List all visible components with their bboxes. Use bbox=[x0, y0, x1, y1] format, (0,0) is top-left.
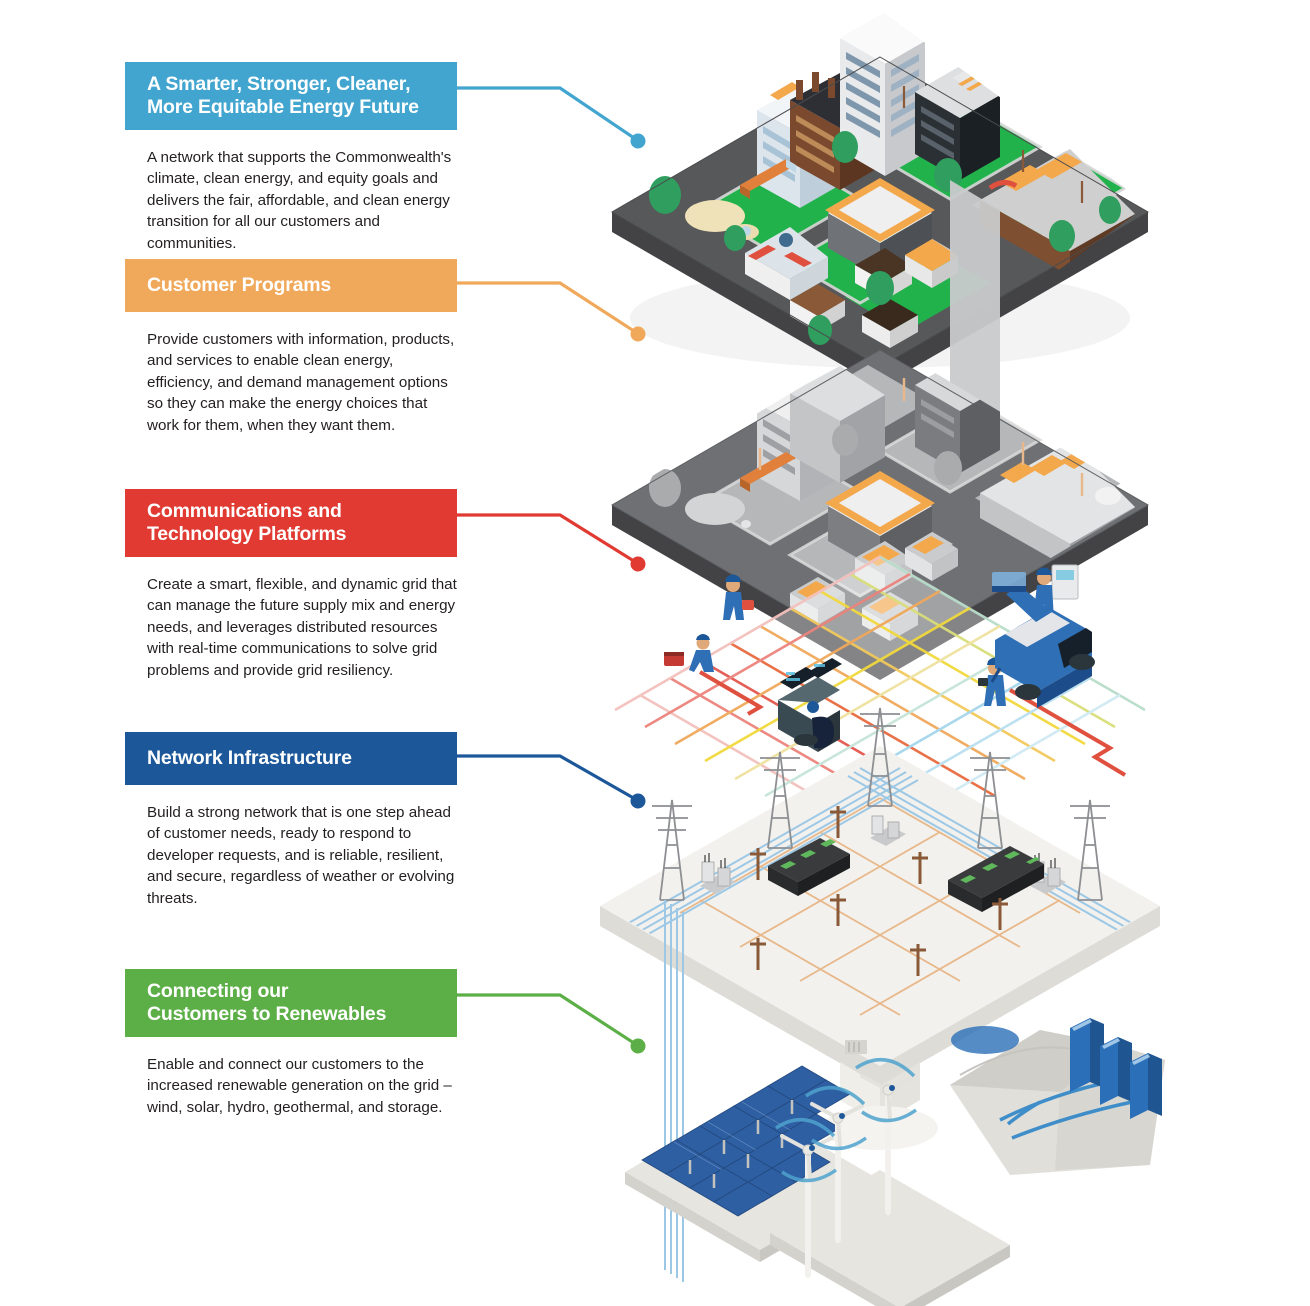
block-energy-future: A Smarter, Stronger, Cleaner, More Equit… bbox=[125, 62, 457, 254]
heading-line-1: Network Infrastructure bbox=[147, 747, 352, 769]
heading-line-2: Technology Platforms bbox=[147, 523, 347, 545]
heading-line-1: Communications and bbox=[147, 500, 342, 522]
utility-poles bbox=[902, 86, 1084, 203]
field-worker-2 bbox=[664, 634, 714, 672]
civic-building bbox=[825, 177, 935, 278]
heading-line-1: Connecting our bbox=[147, 980, 289, 1002]
renewables-layer bbox=[625, 900, 1165, 1306]
wind-farm bbox=[770, 1057, 1010, 1306]
heading-renewables: Connecting our Customers to Renewables bbox=[125, 969, 457, 1037]
hydro-dam bbox=[950, 1018, 1165, 1175]
heading-line-2: More Equitable Energy Future bbox=[147, 96, 419, 118]
heading-line-2: Customers to Renewables bbox=[147, 1003, 387, 1025]
bucket-truck bbox=[990, 572, 1095, 708]
grid-circuit-path bbox=[1008, 688, 1127, 777]
dam-gates bbox=[1070, 1018, 1162, 1119]
battery-storage-units bbox=[768, 838, 1044, 912]
body-network-infrastructure: Build a strong network that is one step … bbox=[147, 804, 455, 907]
riser-cables bbox=[664, 900, 684, 1282]
distribution-poles bbox=[750, 806, 1008, 976]
block-renewables: Connecting our Customers to Renewables E… bbox=[125, 969, 457, 1118]
heading-energy-future: A Smarter, Stronger, Cleaner, More Equit… bbox=[125, 62, 457, 130]
body-renewables: Enable and connect our customers to the … bbox=[147, 1056, 452, 1116]
block-network-infrastructure: Network Infrastructure Build a strong ne… bbox=[125, 732, 457, 909]
block-communications: Communications and Technology Platforms … bbox=[125, 489, 457, 681]
solar-panels bbox=[641, 1065, 851, 1217]
body-customer-programs: Provide customers with information, prod… bbox=[147, 331, 455, 434]
heading-line-1: A Smarter, Stronger, Cleaner, bbox=[147, 73, 411, 95]
corner-store bbox=[745, 227, 828, 300]
network-grid-layer bbox=[600, 707, 1160, 1150]
field-worker-1 bbox=[723, 574, 754, 620]
city-color-layer bbox=[611, 12, 1149, 387]
heading-network-infrastructure: Network Infrastructure bbox=[125, 732, 457, 785]
block-customer-programs: Customer Programs Provide customers with… bbox=[125, 259, 457, 436]
trees bbox=[649, 131, 1121, 345]
heading-communications: Communications and Technology Platforms bbox=[125, 489, 457, 557]
transit-bus bbox=[740, 159, 796, 199]
body-communications: Create a smart, flexible, and dynamic gr… bbox=[147, 576, 457, 679]
heading-line-1: Customer Programs bbox=[147, 274, 332, 296]
heading-customer-programs: Customer Programs bbox=[125, 259, 457, 312]
control-desk bbox=[778, 658, 842, 752]
transmission-towers bbox=[652, 707, 1110, 901]
body-energy-future: A network that supports the Commonwealth… bbox=[147, 149, 452, 252]
city-gray-layer bbox=[611, 180, 1149, 680]
wind-motion-arcs bbox=[775, 1057, 918, 1183]
